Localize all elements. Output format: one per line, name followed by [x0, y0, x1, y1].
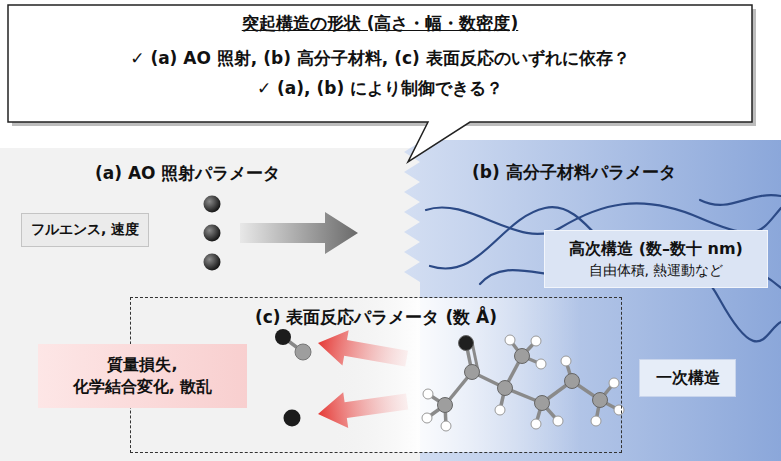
hydrogen-atom: [495, 405, 505, 415]
oxygen-atom: [275, 329, 291, 345]
carbon-atom: [535, 396, 550, 411]
ejection-arrow: [315, 325, 410, 376]
callout-bubble: [8, 5, 752, 162]
carbon-atom: [438, 398, 453, 413]
hydrogen-atom: [609, 378, 619, 388]
hydrogen-atom: [531, 336, 541, 346]
carbon-atom: [565, 374, 580, 389]
carbon-atom: [593, 393, 608, 408]
carbon-atom: [515, 349, 530, 364]
region-heading: (a) AO 照射パラメータ: [95, 163, 280, 184]
oxygen-atom: [204, 225, 221, 242]
ao-parameter-region: (a) AO 照射パラメータフルエンス, 速度質量損失, 化学結合変化, 散乱: [0, 148, 405, 461]
hydrogen-atom: [422, 413, 432, 423]
carbon-atom: [465, 365, 480, 380]
question-line: ✓ (a), (b) により制御できる？: [257, 78, 503, 99]
callout-title: 突起構造の形状 (高さ・幅・数密度): [242, 13, 518, 34]
hydrogen-atom: [536, 359, 546, 369]
structure-box: 一次構造: [639, 359, 736, 397]
region-heading: (b) 高分子材料パラメータ: [472, 162, 676, 183]
parameter-text: フルエンス, 速度: [31, 221, 139, 239]
atomic-oxygen-beam: [204, 196, 359, 271]
oxygen-atom: [204, 254, 221, 271]
ejected-species: [275, 325, 410, 432]
question-callout: 突起構造の形状 (高さ・幅・数密度) ✓ (a) AO 照射, (b) 高分子材料…: [6, 3, 754, 124]
polymer-molecule: [422, 335, 624, 431]
reaction-effect-box: 質量損失, 化学結合変化, 散乱: [38, 344, 247, 408]
hydrogen-atom: [505, 335, 515, 345]
hydrogen-atom: [423, 389, 433, 399]
hydrogen-atom: [441, 421, 451, 431]
oxygen-atom: [284, 410, 301, 427]
structure-heading: 一次構造: [656, 368, 720, 388]
oxygen-atom: [459, 336, 474, 351]
oxygen-atom: [204, 196, 221, 213]
carbon-atom: [498, 381, 513, 396]
hydrogen-atom: [553, 416, 563, 426]
hydrogen-atom: [531, 419, 541, 429]
hydrogen-atom: [561, 356, 571, 366]
hydrogen-atom: [591, 416, 601, 426]
beam-arrow: [240, 212, 358, 254]
structure-heading: 高次構造 (数–数十 nm): [569, 239, 743, 259]
reaction-effect-text: 質量損失, 化学結合変化, 散乱: [68, 354, 218, 397]
structure-detail: 自由体積, 熱運動など: [589, 262, 724, 280]
parameter-box: フルエンス, 速度: [21, 213, 149, 247]
structure-box: 高次構造 (数–数十 nm) 自由体積, 熱運動など: [544, 230, 768, 288]
ejection-arrow: [315, 384, 409, 432]
region-heading: (c) 表面反応パラメータ (数 Å): [255, 307, 497, 328]
polymer-parameter-region: (b) 高分子材料パラメータ高次構造 (数–数十 nm) 自由体積, 熱運動など一…: [420, 140, 781, 461]
hydrogen-atom: [614, 405, 624, 415]
carbon-atom: [295, 344, 311, 360]
question-line: ✓ (a) AO 照射, (b) 高分子材料, (c) 表面反応のいずれに依存？: [130, 48, 630, 69]
